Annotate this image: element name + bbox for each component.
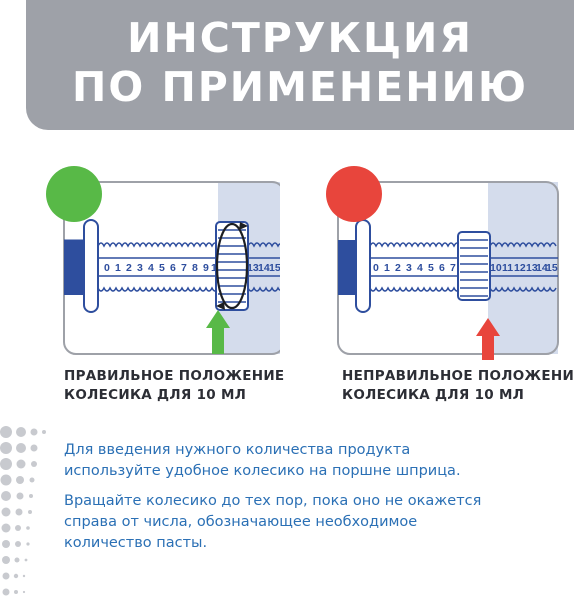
scale-number: 13 [526, 262, 538, 274]
scale-number: 2 [395, 262, 401, 274]
correct-position-illustration: 0 1 2 3 4 5 6 7 8 9 10 11 12 13 14 15 [40, 160, 280, 360]
scale-number: 1 [384, 262, 390, 274]
scale-number: 8 [192, 262, 198, 274]
scale-number: 3 [137, 262, 143, 274]
caption-correct-line-1: ПРАВИЛЬНОЕ ПОЛОЖЕНИЕ [64, 368, 285, 384]
scale-number: 6 [439, 262, 445, 274]
caption-incorrect-line-1: НЕПРАВИЛЬНОЕ ПОЛОЖЕНИЕ [342, 368, 574, 384]
scale-number: 3 [406, 262, 412, 274]
scale-number: 12 [514, 262, 526, 274]
scale-number: 10 [490, 262, 502, 274]
caption-incorrect-line-2: КОЛЕСИКА ДЛЯ 10 МЛ [342, 387, 525, 403]
dosing-wheel [215, 221, 249, 311]
status-indicator-incorrect [326, 166, 382, 222]
scale-number: 11 [502, 262, 513, 274]
scale-number: 13 [247, 262, 259, 274]
arrow-up-icon [206, 310, 230, 354]
instruction-line: количество пасты. [64, 535, 208, 551]
syringe-body-blue [64, 240, 86, 295]
scale-number: 15 [546, 262, 558, 274]
arrow-up-icon [476, 318, 500, 360]
scale-number: 15 [269, 262, 280, 274]
page-title: ИНСТРУКЦИЯ ПО ПРИМЕНЕНИЮ [26, 14, 574, 112]
shaded-zone [488, 182, 558, 354]
caption-correct-line-2: КОЛЕСИКА ДЛЯ 10 МЛ [64, 387, 247, 403]
syringe-incorrect-svg: 0 1 2 3 4 5 6 7 8 9 10 11 12 13 14 15 [337, 181, 559, 360]
scale-number: 6 [170, 262, 176, 274]
scale-number: 2 [126, 262, 132, 274]
scale-number: 7 [181, 262, 187, 274]
caption-incorrect: НЕПРАВИЛЬНОЕ ПОЛОЖЕНИЕ КОЛЕСИКА ДЛЯ 10 М… [342, 367, 574, 405]
syringe-body-blue [338, 240, 358, 295]
instruction-line: используйте удобное колесико на поршне ш… [64, 463, 461, 479]
dosing-wheel [457, 231, 491, 301]
status-indicator-correct [46, 166, 102, 222]
scale-number: 5 [428, 262, 434, 274]
scale-numbers: 0 1 2 3 4 5 6 7 8 9 10 11 12 13 14 15 [104, 262, 280, 274]
page-title-line-1: ИНСТРУКЦИЯ [127, 14, 473, 62]
scale-number: 0 [104, 262, 110, 274]
incorrect-position-illustration: 0 1 2 3 4 5 6 7 8 9 10 11 12 13 14 15 [320, 160, 560, 360]
plunger-flange [355, 219, 371, 313]
instruction-line: Для введения нужного количества продукта [64, 442, 411, 458]
instruction-line: справа от числа, обозначающее необходимо… [64, 514, 418, 530]
scale-number: 4 [148, 262, 154, 274]
plunger-flange [83, 219, 99, 313]
scale-number: 5 [159, 262, 165, 274]
plunger-rod [97, 242, 280, 292]
scale-number: 1 [115, 262, 121, 274]
scale-number: 14 [258, 262, 270, 274]
instruction-line: Вращайте колесико до тех пор, пока оно н… [64, 493, 482, 509]
header-banner [26, 0, 574, 130]
scale-number: 14 [536, 262, 548, 274]
rotate-arrows-icon [215, 222, 249, 310]
instruction-paragraph-1: Для введения нужного количества продукта… [64, 440, 534, 482]
scale-number: 4 [417, 262, 423, 274]
syringe-correct-svg: 0 1 2 3 4 5 6 7 8 9 10 11 12 13 14 15 [63, 181, 280, 355]
scale-number: 7 [450, 262, 456, 274]
scale-number: 0 [373, 262, 379, 274]
instruction-paragraph-2: Вращайте колесико до тех пор, пока оно н… [64, 491, 534, 554]
caption-correct: ПРАВИЛЬНОЕ ПОЛОЖЕНИЕ КОЛЕСИКА ДЛЯ 10 МЛ [64, 367, 284, 405]
scale-number: 9 [203, 262, 209, 274]
decorative-dot-pattern [0, 426, 46, 596]
page-title-line-2: ПО ПРИМЕНЕНИЮ [72, 63, 528, 111]
